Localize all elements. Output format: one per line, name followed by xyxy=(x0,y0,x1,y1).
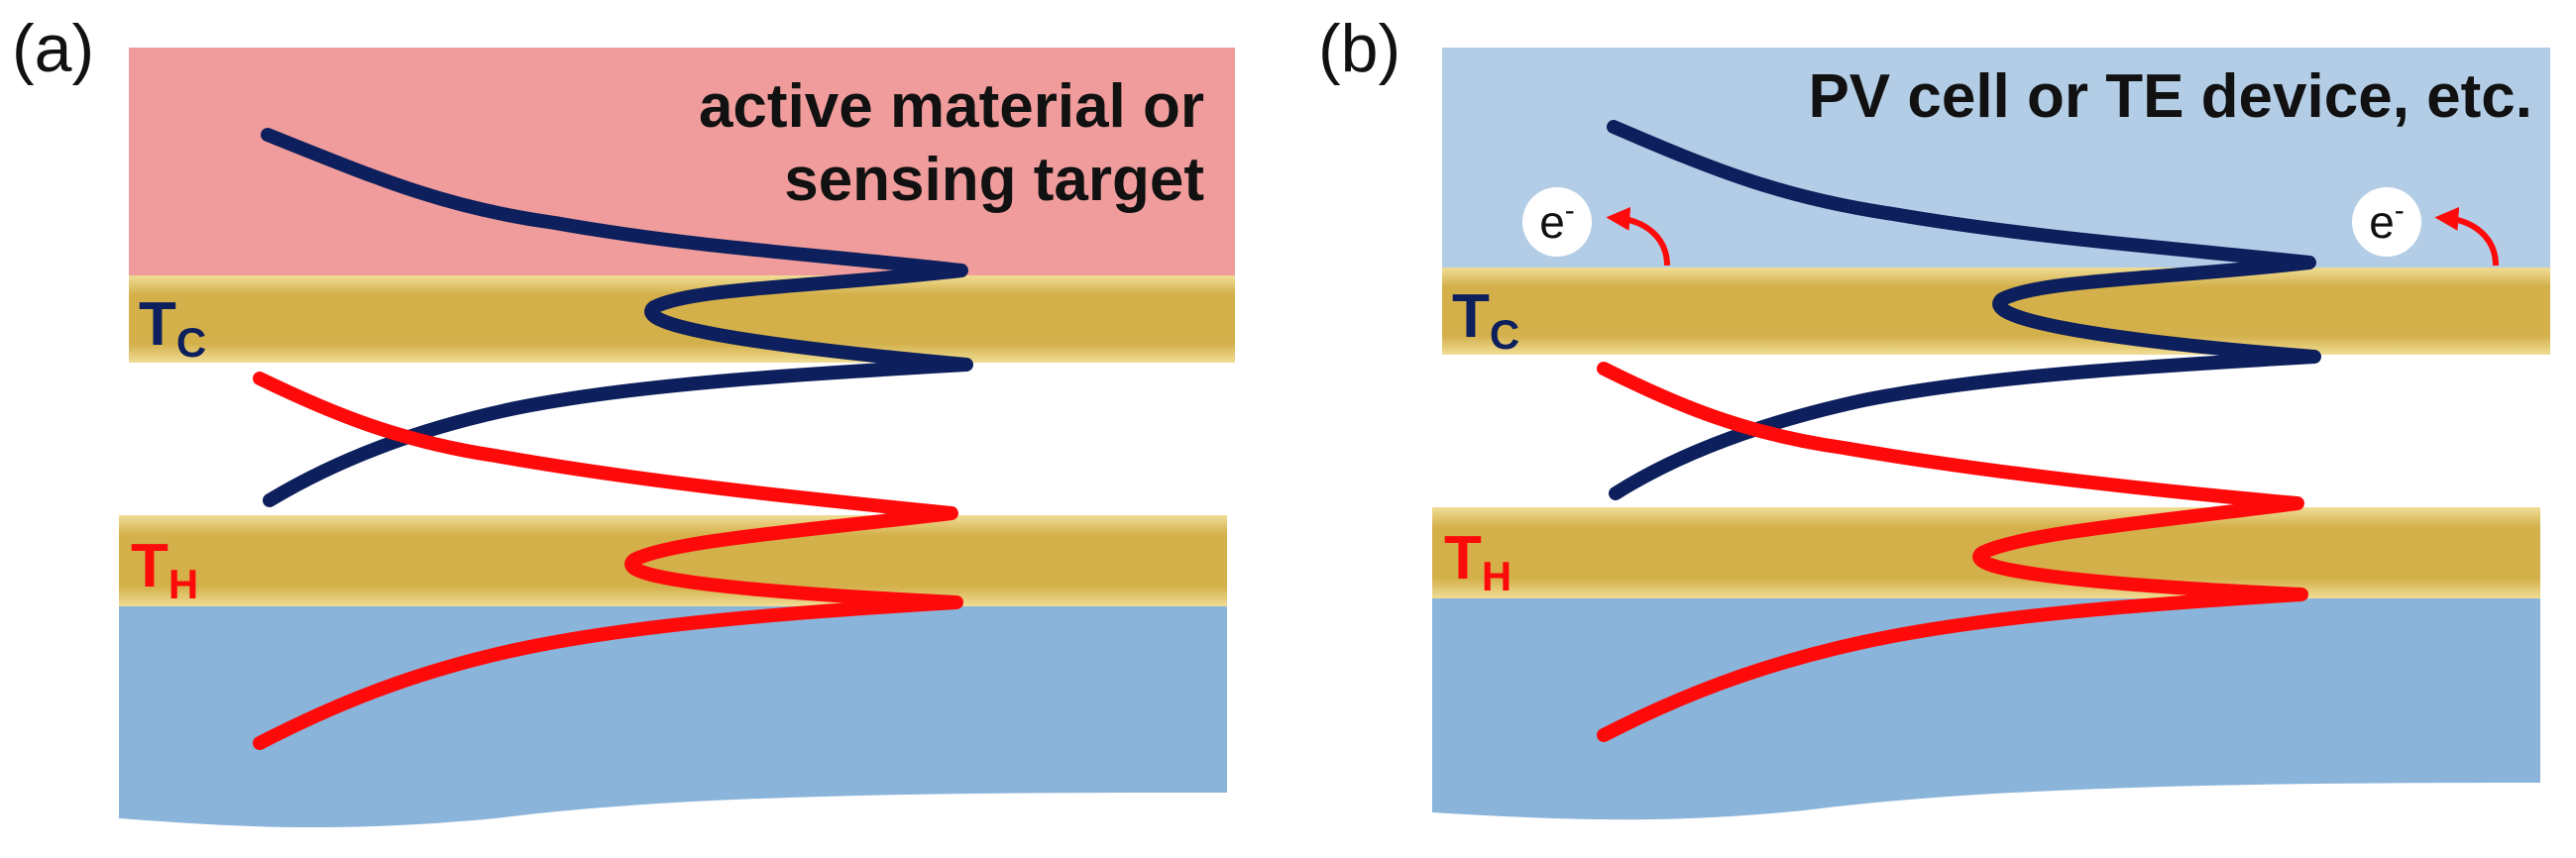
panel-b-cold-wave xyxy=(1607,120,2321,500)
electron-right-label: e- xyxy=(2369,194,2405,248)
panel-a-hot-layer xyxy=(119,515,1227,606)
panel-b-electron-right: e- xyxy=(2352,187,2499,267)
curved-arrow-icon xyxy=(1606,206,1670,267)
panel-a-cold-wave xyxy=(261,128,973,507)
panel-a-label: (a) xyxy=(12,11,94,86)
panel-b-electron-left: e- xyxy=(1522,187,1670,267)
panel-a-caption-line1: active material or xyxy=(699,72,1204,141)
panel-b-label: (b) xyxy=(1318,11,1400,86)
panel-a: (a) active material or sensing target TC… xyxy=(12,11,1235,828)
panel-b-hot-wave xyxy=(1597,362,2308,742)
panel-b-caption: PV cell or TE device, etc. xyxy=(1808,62,2532,131)
panel-a-hot-wave xyxy=(253,372,963,750)
panel-a-tc-label: TC xyxy=(139,290,206,366)
panel-a-th-label: TH xyxy=(131,532,198,607)
panel-b-substrate xyxy=(1432,598,2540,820)
electron-icon xyxy=(2352,187,2421,257)
electron-left-label: e- xyxy=(1539,194,1575,248)
panel-a-caption-line2: sensing target xyxy=(784,146,1204,214)
panel-a-cold-layer xyxy=(129,275,1235,363)
panel-b-tc-label: TC xyxy=(1452,282,1519,358)
electron-icon xyxy=(1522,187,1592,257)
panel-b: (b) PV cell or TE device, etc. e- e- TC xyxy=(1318,11,2550,820)
panel-a-substrate xyxy=(119,606,1227,828)
panel-b-th-label: TH xyxy=(1444,524,1512,599)
curved-arrow-icon xyxy=(2434,206,2499,267)
